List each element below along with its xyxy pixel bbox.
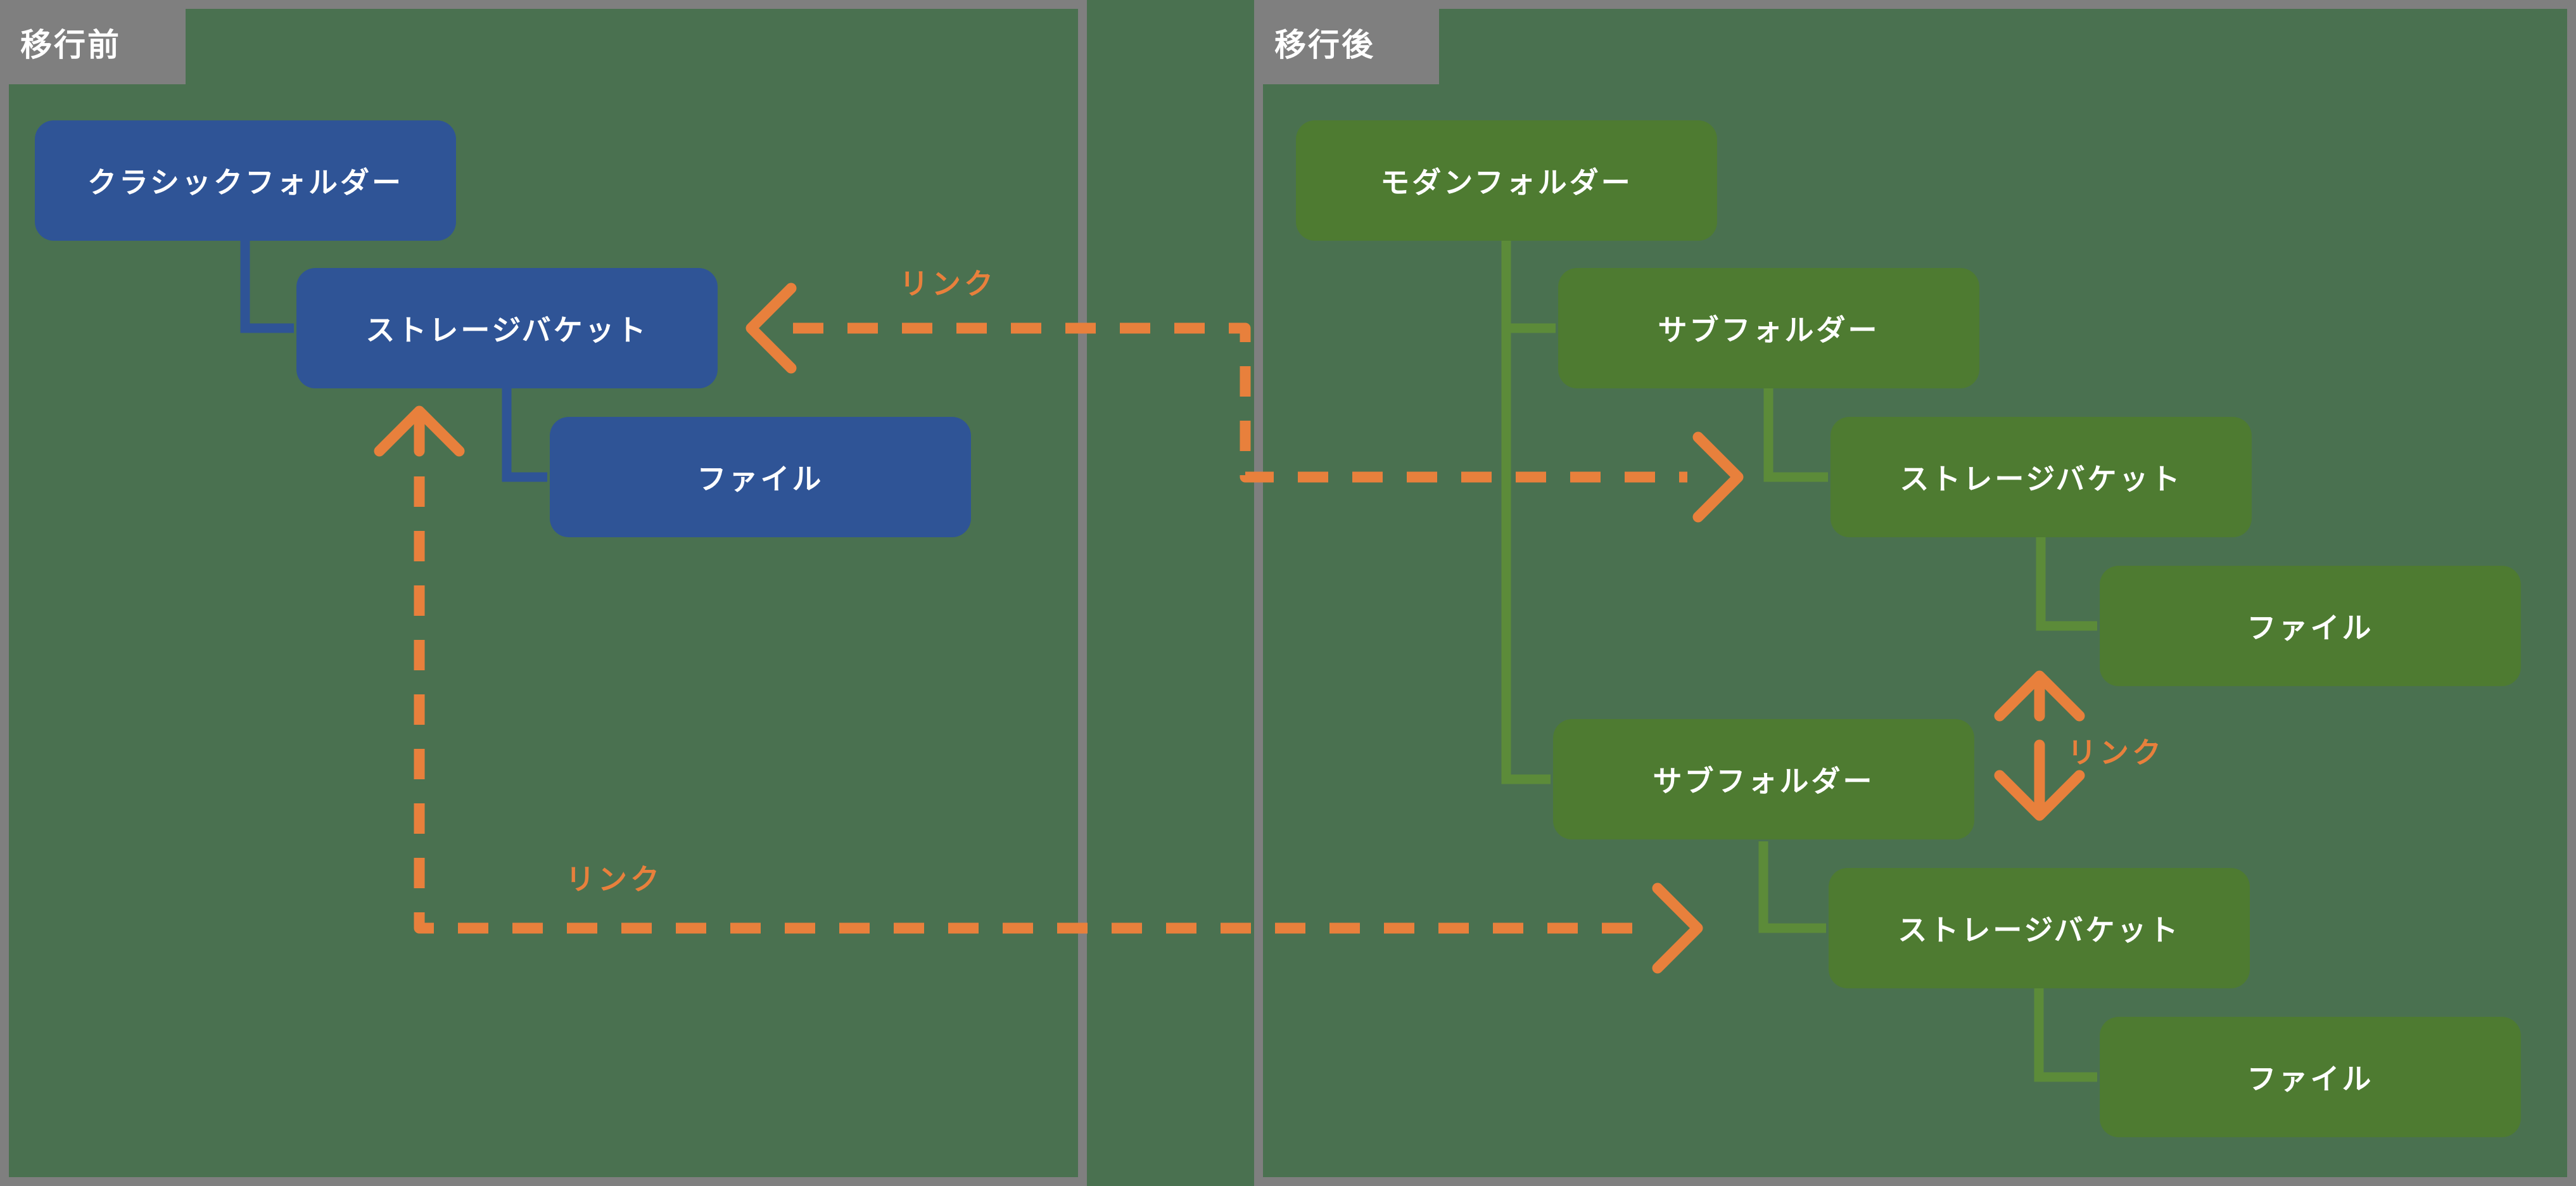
node-file-before: ファイル — [550, 417, 971, 537]
link-label-1: リンク — [899, 267, 996, 300]
after-panel-label-text: 移行後 — [1274, 27, 1375, 63]
link-label-3: リンク — [566, 863, 663, 896]
node-classic-folder: クラシックフォルダー — [35, 120, 456, 241]
link-label-2: リンク — [2067, 736, 2164, 769]
before-panel-label-text: 移行前 — [20, 27, 121, 63]
node-file-after-1: ファイル — [2100, 566, 2521, 686]
node-storage-bucket-after-2: ストレージバケット — [1829, 868, 2250, 988]
node-storage-bucket-after-1: ストレージバケット — [1830, 417, 2252, 537]
after-panel-label: 移行後 — [1254, 0, 1439, 84]
node-subfolder-1: サブフォルダー — [1558, 268, 1979, 388]
before-panel-label: 移行前 — [0, 0, 186, 84]
node-subfolder-2: サブフォルダー — [1553, 719, 1974, 839]
node-file-after-2: ファイル — [2100, 1017, 2521, 1137]
node-storage-bucket-before: ストレージバケット — [296, 268, 718, 388]
node-modern-folder: モダンフォルダー — [1296, 120, 1717, 241]
